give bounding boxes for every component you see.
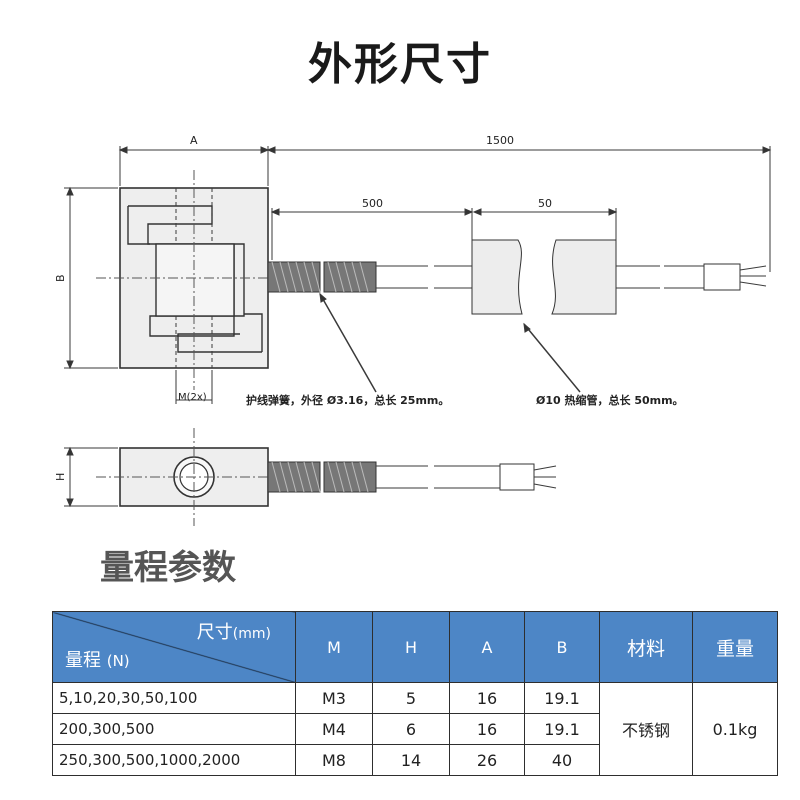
m-cell: M8	[295, 744, 373, 776]
heat-shrink-sleeve	[471, 239, 523, 315]
range-cell: 200,300,500	[52, 713, 296, 745]
b-cell: 19.1	[524, 682, 600, 714]
spec-table: 尺寸(mm) 量程 (N) M H A B 材料 重量 5,10,20,30,5…	[52, 611, 778, 776]
table-header-row: 尺寸(mm) 量程 (N) M H A B 材料 重量	[52, 611, 778, 683]
table-row: 5,10,20,30,50,100 M3 5 16 19.1 不锈钢 0.1kg	[52, 682, 778, 776]
b-cell: 19.1	[524, 713, 600, 745]
dim-b-label: B	[54, 274, 67, 282]
cable-end	[703, 263, 741, 291]
header-m: M	[295, 611, 373, 683]
header-material: 材料	[599, 611, 693, 683]
dim-h-label: H	[54, 473, 67, 481]
dimension-drawing: A 1500 500 50 B H M(2x) 护线弹簧，外径 Ø3.16，总长…	[54, 134, 772, 526]
note-sleeve: Ø10 热缩管，总长 50mm。	[536, 393, 684, 407]
section-title: 量程参数	[100, 548, 236, 588]
weight-cell: 0.1kg	[692, 682, 778, 776]
header-range-label: 量程 (N)	[65, 650, 130, 671]
protective-spring-top	[267, 261, 321, 293]
header-b: B	[524, 611, 600, 683]
a-cell: 16	[449, 682, 525, 714]
range-cell: 5,10,20,30,50,100	[52, 682, 296, 714]
a-cell: 16	[449, 713, 525, 745]
center-pocket	[155, 243, 235, 317]
b-cell: 40	[524, 744, 600, 776]
range-cell: 250,300,500,1000,2000	[52, 744, 296, 776]
material-cell: 不锈钢	[599, 682, 693, 776]
header-h: H	[372, 611, 450, 683]
header-dim-label: 尺寸(mm)	[196, 622, 271, 643]
table-row: 250,300,500,1000,2000 M8 14 26 40	[52, 744, 778, 776]
h-cell: 5	[372, 682, 450, 714]
m-cell: M3	[295, 682, 373, 714]
note-spring: 护线弹簧，外径 Ø3.16，总长 25mm。	[246, 393, 449, 407]
page-title: 外形尺寸	[308, 39, 492, 90]
h-cell: 14	[372, 744, 450, 776]
m-cell: M4	[295, 713, 373, 745]
header-weight: 重量	[692, 611, 778, 683]
a-cell: 26	[449, 744, 525, 776]
dim-1500-label: 1500	[486, 134, 514, 147]
header-diagonal-cell: 尺寸(mm) 量程 (N)	[52, 611, 296, 683]
header-a: A	[449, 611, 525, 683]
table-row: 200,300,500 M4 6 16 19.1	[52, 713, 778, 745]
thread-label: M(2x)	[178, 392, 207, 403]
dim-a-label: A	[190, 134, 198, 147]
dim-500-label: 500	[362, 197, 383, 210]
h-cell: 6	[372, 713, 450, 745]
protective-spring-side	[267, 461, 321, 493]
dim-50-label: 50	[538, 197, 552, 210]
